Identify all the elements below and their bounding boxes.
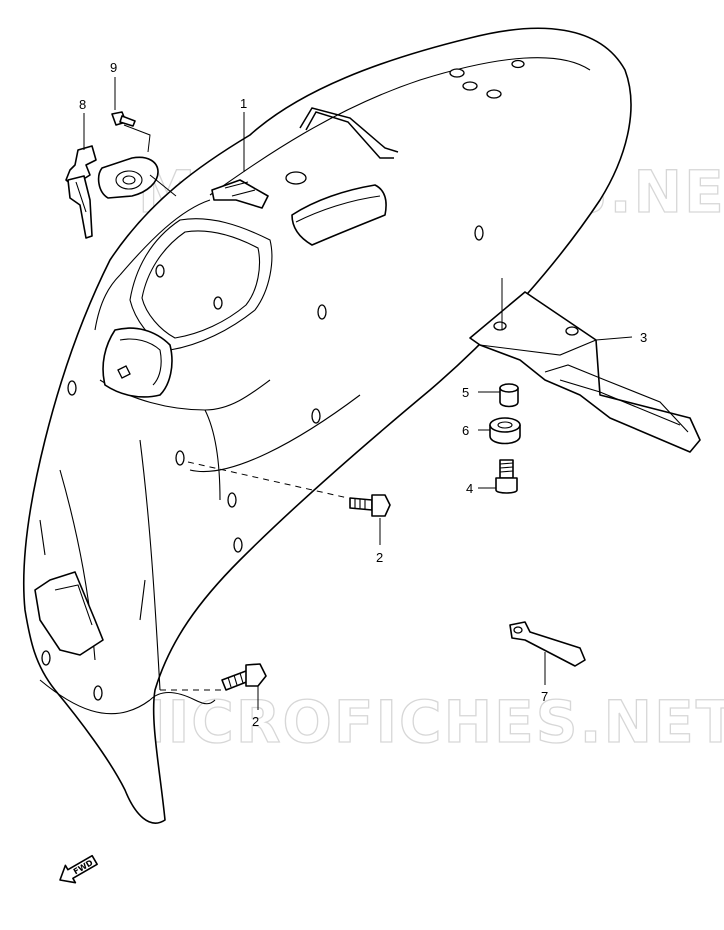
callout-3: 3: [640, 330, 647, 345]
fwd-arrow-icon: FWD: [59, 854, 98, 884]
collar-part-5: [499, 383, 519, 408]
bolt-part-2-lower: [221, 663, 267, 691]
bolt-part-2-upper: [349, 494, 391, 517]
callout-labels: 1 2 2 3 4 5 6 7 8 9: [79, 60, 647, 729]
grommet-part-6: [489, 417, 521, 445]
callout-5: 5: [462, 385, 469, 400]
callout-2-lower: 2: [252, 714, 259, 729]
callout-4: 4: [466, 481, 473, 496]
callout-7: 7: [541, 689, 548, 704]
callout-6: 6: [462, 423, 469, 438]
callout-9: 9: [110, 60, 117, 75]
rear-fender: [22, 27, 632, 824]
watermark-bottom: MICROFICHES.NET: [108, 688, 724, 756]
callout-2-upper: 2: [376, 550, 383, 565]
callout-8: 8: [79, 97, 86, 112]
bolt-part-4: [495, 459, 518, 494]
clamp-part-7: [509, 621, 586, 667]
seat-lock-assembly: [65, 111, 159, 239]
leader-lines: [83, 77, 633, 710]
callout-1: 1: [240, 96, 247, 111]
